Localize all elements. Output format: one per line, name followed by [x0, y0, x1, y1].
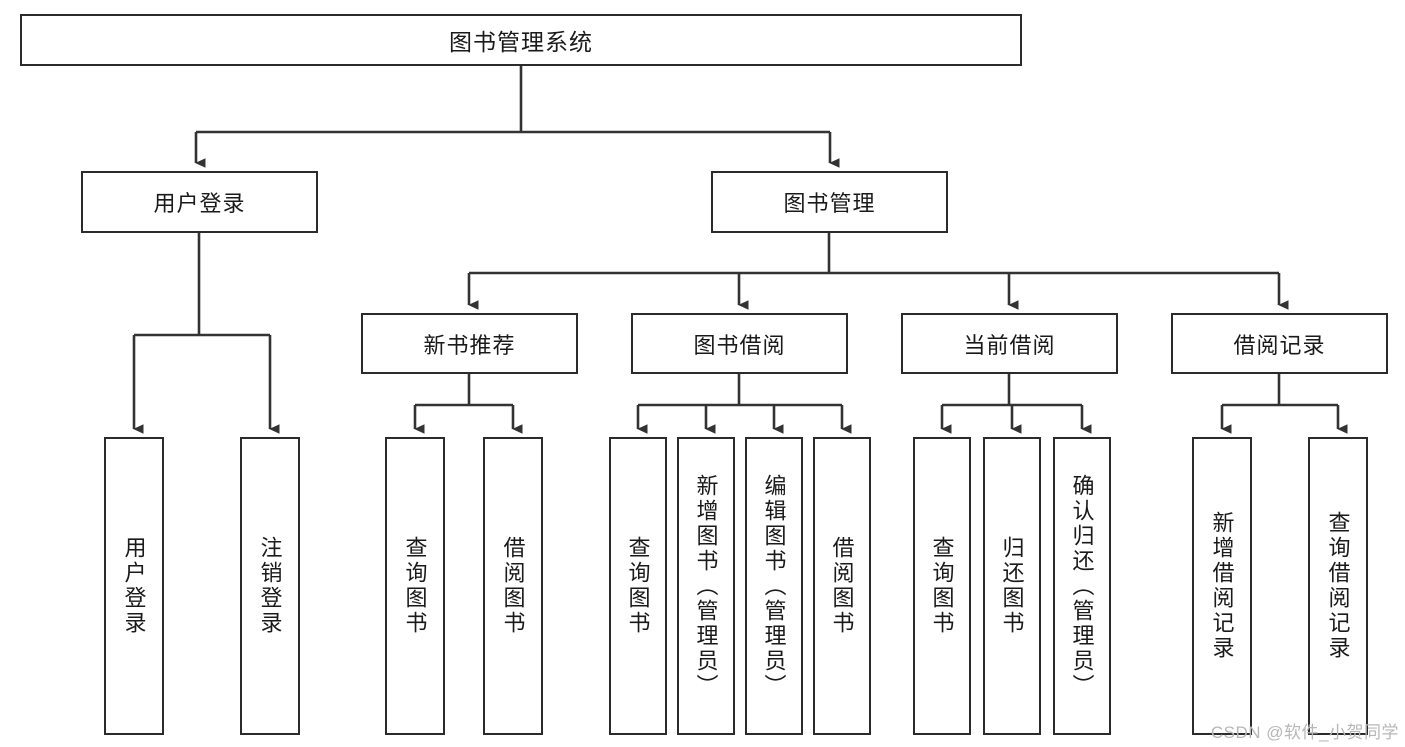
node-leaf-add-book-admin[interactable]: 新增图书（管理员）	[677, 437, 735, 735]
node-label: 新书推荐	[423, 332, 516, 358]
node-label: 借阅图书	[500, 536, 526, 636]
watermark: CSDN @软件_小贺同学	[1210, 723, 1399, 742]
node-book-borrow[interactable]: 图书借阅	[631, 313, 848, 374]
node-label: 查询借阅记录	[1325, 511, 1351, 661]
node-book-manage[interactable]: 图书管理	[711, 171, 948, 233]
node-label: 借阅记录	[1233, 332, 1326, 358]
node-label: 新增图书（管理员）	[693, 473, 719, 699]
node-label: 图书借阅	[693, 332, 786, 358]
node-user-login[interactable]: 用户登录	[81, 171, 318, 233]
node-label: 查询图书	[625, 536, 651, 636]
node-label: 用户登录	[121, 536, 147, 636]
node-leaf-confirm-return-admin[interactable]: 确认归还（管理员）	[1053, 437, 1111, 735]
node-label: 查询图书	[929, 536, 955, 636]
node-leaf-query-book-1[interactable]: 查询图书	[385, 437, 445, 735]
node-leaf-add-borrow-record[interactable]: 新增借阅记录	[1192, 437, 1252, 735]
node-leaf-return-book[interactable]: 归还图书	[983, 437, 1041, 735]
node-borrow-record[interactable]: 借阅记录	[1171, 313, 1388, 374]
node-label: 图书管理系统	[449, 29, 593, 55]
node-label: 归还图书	[999, 536, 1025, 636]
node-label: 编辑图书（管理员）	[761, 473, 787, 699]
node-label: 查询图书	[402, 536, 428, 636]
node-current-borrow[interactable]: 当前借阅	[901, 313, 1118, 374]
node-leaf-edit-book-admin[interactable]: 编辑图书（管理员）	[745, 437, 803, 735]
node-new-book-recommend[interactable]: 新书推荐	[361, 313, 578, 374]
node-leaf-query-borrow-record[interactable]: 查询借阅记录	[1308, 437, 1368, 735]
node-leaf-borrow-book-1[interactable]: 借阅图书	[483, 437, 543, 735]
node-label: 图书管理	[783, 191, 876, 216]
node-label: 注销登录	[257, 536, 283, 636]
node-leaf-user-login[interactable]: 用户登录	[104, 437, 164, 735]
node-label: 确认归还（管理员）	[1069, 473, 1095, 699]
node-label: 用户登录	[153, 191, 246, 216]
node-root[interactable]: 图书管理系统	[20, 14, 1022, 66]
node-leaf-query-book-3[interactable]: 查询图书	[913, 437, 971, 735]
node-leaf-borrow-book-2[interactable]: 借阅图书	[813, 437, 871, 735]
node-label: 当前借阅	[963, 332, 1056, 358]
node-leaf-query-book-2[interactable]: 查询图书	[609, 437, 667, 735]
node-label: 新增借阅记录	[1209, 511, 1235, 661]
node-label: 借阅图书	[829, 536, 855, 636]
node-leaf-user-logout[interactable]: 注销登录	[240, 437, 300, 735]
